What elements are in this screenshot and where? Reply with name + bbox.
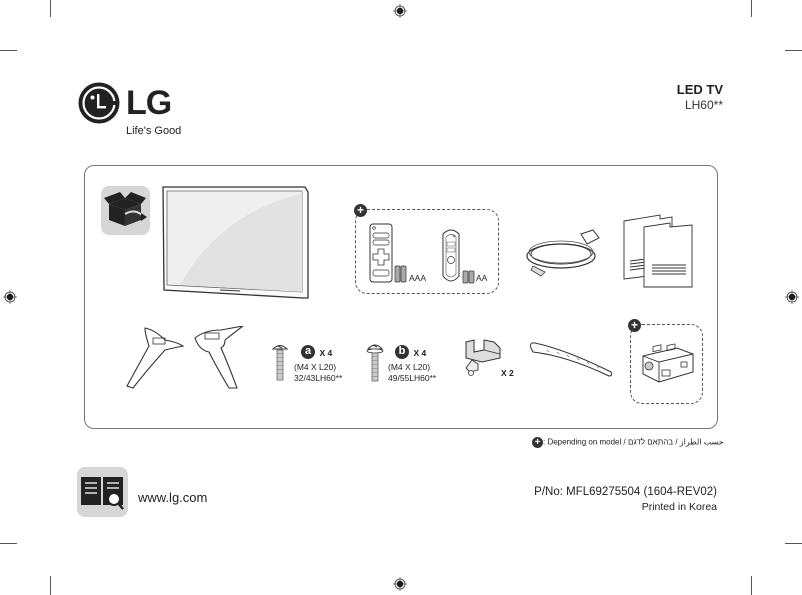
manuals-icon (623, 214, 693, 288)
aa-label: AA (476, 273, 488, 283)
registration-mark-icon (393, 4, 407, 18)
crop-mark (0, 543, 17, 544)
ferrite-core-icon (642, 343, 694, 383)
screw-a-qty: a X 4 (301, 343, 332, 361)
screw-b-spec: (M4 X L20) (388, 362, 431, 372)
optional-plus-icon: + (354, 204, 367, 217)
aaa-label: AAA (409, 273, 427, 283)
cable-holder-count: X 2 (501, 368, 514, 378)
website-link[interactable]: www.lg.com (138, 490, 208, 505)
screw-a-models: 32/43LH60** (294, 373, 343, 383)
standard-remote-icon (369, 223, 393, 283)
model-number: LH60** (684, 98, 723, 112)
screw-b-models: 49/55LH60** (388, 373, 437, 383)
registration-mark-icon (3, 290, 17, 304)
optional-ferrite-group (630, 324, 703, 404)
cable-holder-icon (465, 339, 501, 376)
unpack-box-tile (101, 186, 150, 235)
manual-search-tile (77, 467, 128, 517)
magic-remote-icon (442, 229, 460, 282)
lg-face-icon (78, 82, 120, 124)
screw-b-qty: b X 4 (395, 343, 426, 361)
part-number: P/No: MFL69275504 (1604-REV02) (534, 486, 717, 498)
crop-mark (785, 50, 802, 51)
crop-mark (751, 576, 752, 595)
accessories-panel (84, 165, 718, 429)
screw-a-icon (272, 345, 288, 381)
screw-b-icon (366, 344, 384, 382)
power-cord-icon (526, 229, 600, 277)
lg-wordmark: LG (126, 84, 172, 122)
product-title: LED TV (676, 82, 723, 97)
crop-mark (50, 0, 51, 17)
optional-plus-icon: + (532, 437, 543, 448)
screw-b-badge: b (395, 344, 409, 359)
optional-remotes-group (355, 209, 499, 294)
crop-mark (50, 576, 51, 595)
aa-batteries-icon (462, 270, 475, 284)
cable-tie-icon (530, 342, 613, 377)
registration-mark-icon (393, 577, 407, 591)
screw-a-count: X 4 (319, 348, 333, 358)
screw-a-badge: a (301, 344, 315, 359)
book-search-icon (81, 477, 124, 510)
crop-mark (0, 50, 17, 51)
screw-b-count: X 4 (413, 348, 427, 358)
stand-legs-icon (126, 326, 244, 389)
screw-a-spec: (M4 X L20) (294, 362, 337, 372)
open-box-icon (104, 192, 147, 226)
optional-plus-icon: + (628, 319, 641, 332)
depending-on-model-note: +: Depending on model / حسب الطراز / בהת… (532, 437, 724, 448)
aaa-batteries-icon (394, 265, 407, 283)
registration-mark-icon (785, 290, 799, 304)
tagline: Life's Good (126, 125, 182, 137)
legend-text: : Depending on model / حسب الطراز / בהתא… (543, 437, 724, 447)
crop-mark (785, 543, 802, 544)
crop-mark (751, 0, 752, 17)
printed-in: Printed in Korea (641, 501, 717, 513)
tv-illustration (162, 186, 309, 299)
